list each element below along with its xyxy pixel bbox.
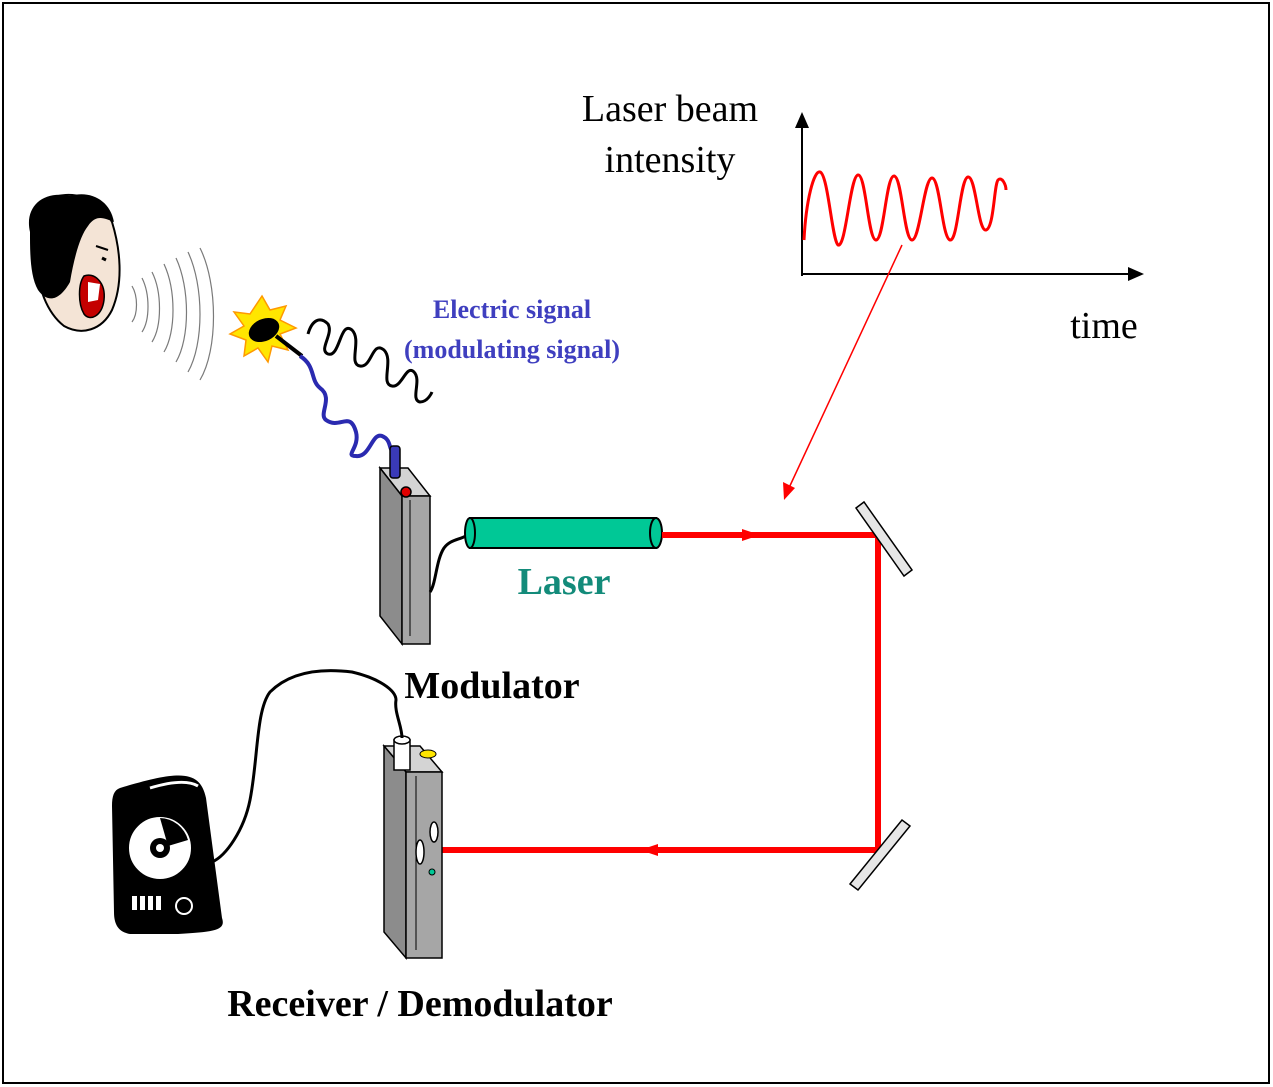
laser-label: Laser — [518, 561, 611, 603]
microphone-cable — [298, 354, 396, 458]
intensity-axis-arrowhead — [795, 112, 809, 128]
modulated-intensity-curve — [802, 170, 1008, 247]
time-label: time — [1070, 305, 1138, 347]
time-axis-arrowhead — [1128, 267, 1144, 281]
shouting-person-icon — [28, 193, 121, 332]
receiver-to-player-cable — [211, 669, 404, 864]
modulator-box — [378, 445, 432, 647]
modulator-to-laser-wire — [428, 534, 467, 593]
receiver-box — [382, 735, 444, 961]
mirror-top — [854, 500, 914, 578]
electric-signal-label-line2: (modulating signal) — [404, 335, 620, 364]
laser-tube — [464, 517, 663, 549]
intensity-pointer-arrowhead — [783, 482, 795, 500]
microphone-icon — [228, 294, 304, 364]
modulating-signal-wave — [306, 318, 434, 404]
modulator-label: Modulator — [404, 665, 579, 707]
mirror-bottom — [848, 818, 912, 892]
beam-direction-arrow-top — [742, 529, 760, 541]
intensity-label-line1: Laser beam — [582, 88, 758, 130]
sound-waves — [131, 247, 215, 381]
intensity-pointer-arrow — [787, 244, 903, 491]
cd-player-icon — [112, 775, 223, 934]
electric-signal-label-line1: Electric signal — [433, 295, 591, 324]
intensity-label-line2: intensity — [605, 139, 736, 181]
beam-direction-arrow-bottom — [640, 844, 658, 856]
intensity-plot: Laser beam intensity time — [582, 88, 1144, 500]
receiver-label: Receiver / Demodulator — [227, 983, 613, 1025]
